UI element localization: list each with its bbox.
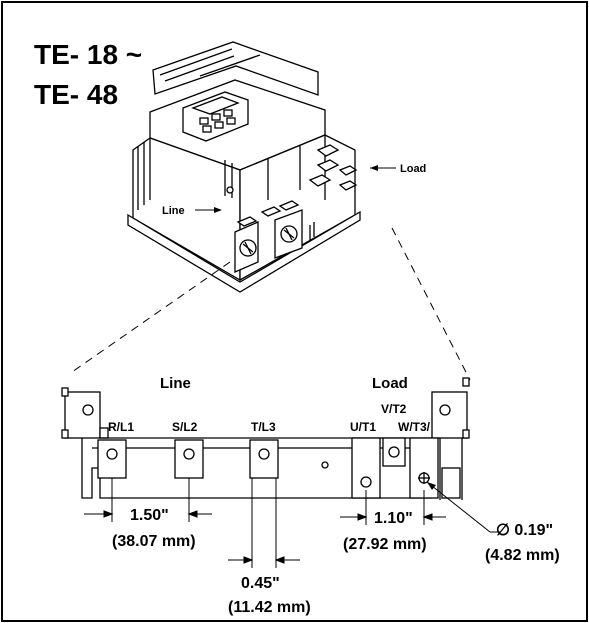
dimension-1-10 (340, 490, 446, 525)
terminal-label-v-t2: V/T2 (381, 402, 407, 416)
hole-callout-arrowhead (427, 482, 436, 490)
dimension-1-50 (84, 478, 212, 522)
drive-isometric-illustration (127, 41, 361, 293)
line-callout-arrowhead (214, 207, 222, 213)
terminal-label-u-t1: U/T1 (350, 420, 376, 434)
dimension-1-10-mm: (27.92 mm) (343, 536, 427, 553)
dimension-1-10-inch: 1.10" (374, 510, 413, 527)
dimension-0-45 (228, 478, 300, 568)
terminal-label-r-l1: R/L1 (108, 420, 134, 434)
terminal-label-s-l2: S/L2 (172, 420, 198, 434)
terminal-label-t-l3: T/L3 (251, 420, 276, 434)
projection-line-left (71, 261, 231, 373)
hole-callout-leader (426, 481, 491, 533)
load-section-label: Load (372, 375, 408, 392)
hole-diameter-mm: (4.82 mm) (485, 547, 560, 564)
line-callout-label: Line (162, 205, 185, 217)
load-callout-arrowhead (370, 165, 378, 171)
terminal-label-w-t3: W/T3/ (398, 420, 431, 434)
dimension-1-50-mm: (38.07 mm) (112, 533, 196, 550)
load-callout-label: Load (400, 163, 426, 175)
dimension-1-50-inch: 1.50" (130, 507, 169, 524)
terminal-detail-drawing (61, 377, 470, 500)
hole-diameter-inch: ∅ 0.19" (496, 522, 553, 539)
dimension-0-45-mm: (11.42 mm) (228, 599, 311, 616)
line-section-label: Line (160, 375, 191, 392)
model-range-title-line2: TE- 48 (34, 79, 118, 110)
dimension-0-45-inch: 0.45" (241, 575, 280, 592)
model-range-title-line1: TE- 18 ~ (34, 39, 142, 70)
projection-line-right (391, 227, 471, 381)
